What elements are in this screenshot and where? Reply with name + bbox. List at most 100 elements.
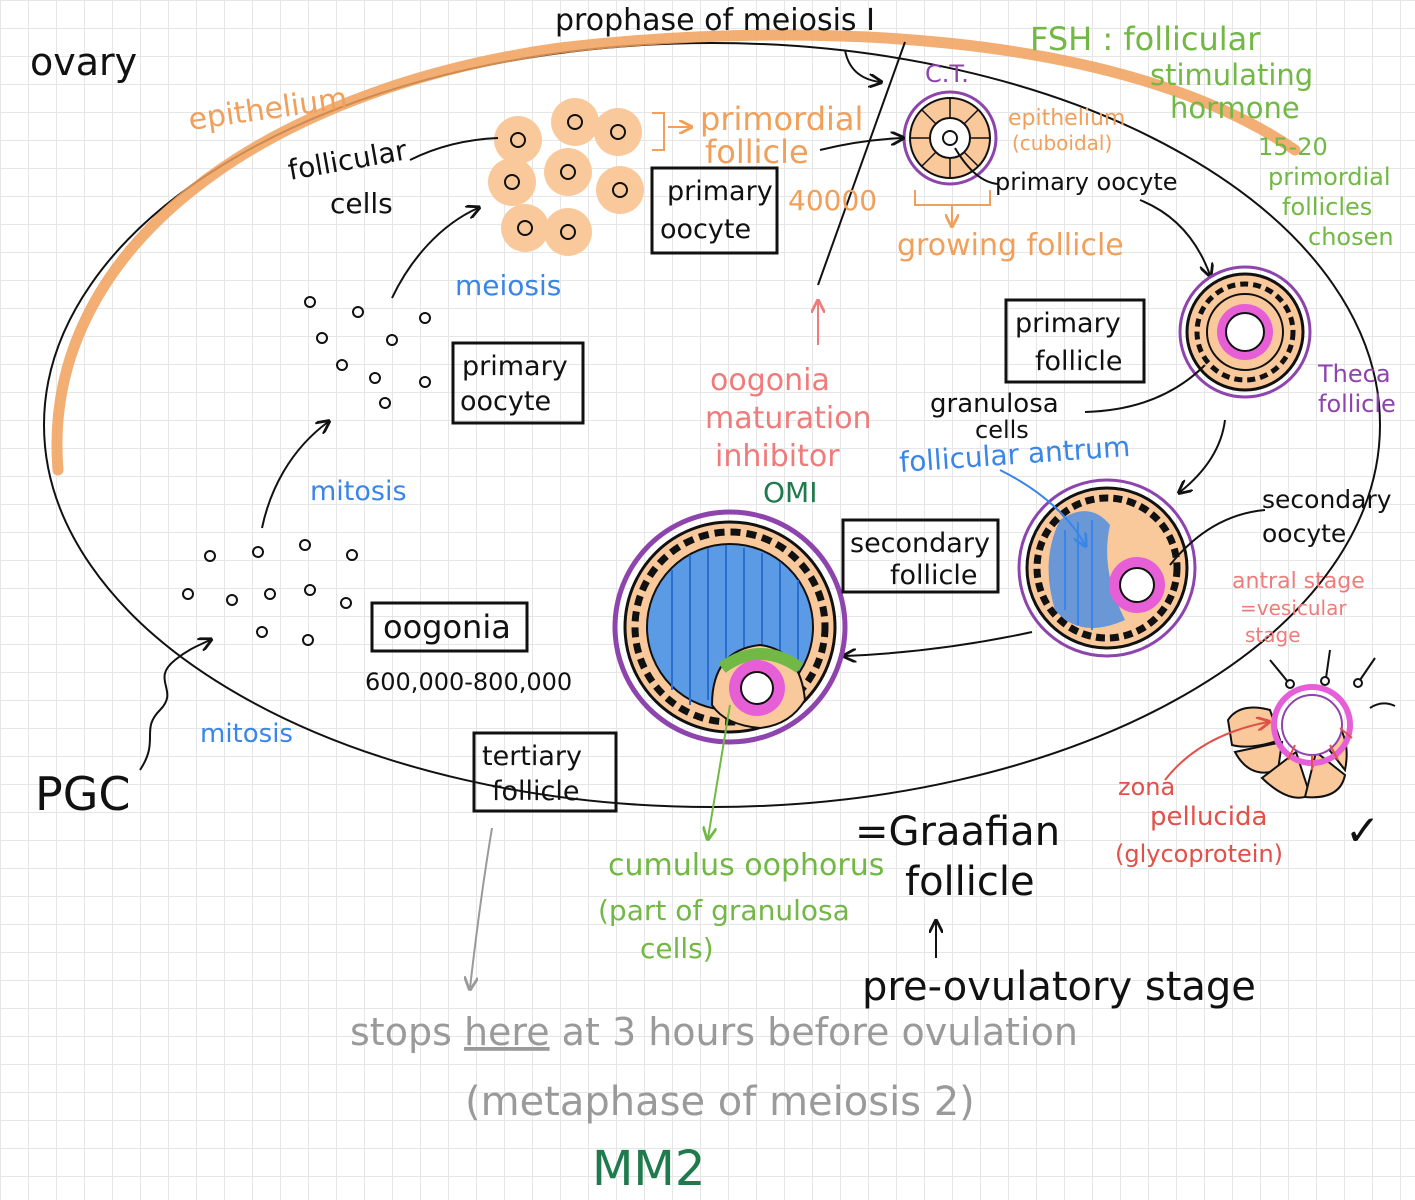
antral-label-2: =vesicular	[1240, 596, 1347, 620]
growing-follicle-label: growing follicle	[897, 228, 1124, 263]
primary-oocyte-box-text-1: primary	[667, 176, 773, 207]
primary-follicle-box-text-1: primary	[1015, 308, 1121, 339]
preovulatory-label: pre-ovulatory stage	[862, 964, 1256, 1010]
zona-label-2: pellucida	[1150, 802, 1267, 832]
primordial-follicle-label-2: follicle	[705, 133, 809, 171]
secondary-follicle-box-text-2: follicle	[890, 560, 978, 591]
epithelium-label: epithelium	[186, 81, 349, 138]
stops-label: stops here at 3 hours before ovulation	[350, 1010, 1078, 1054]
oogonia-count: 600,000-800,000	[365, 668, 572, 696]
growing-bracket	[914, 190, 991, 206]
chosen-label-2: primordial	[1268, 163, 1391, 191]
theca-label-2: follicle	[1318, 390, 1396, 418]
secondary-follicle-box	[841, 518, 1000, 594]
granulosa-label-2: cells	[975, 416, 1029, 444]
pgc-label: PGC	[35, 767, 131, 821]
mitosis-arrow	[261, 422, 328, 529]
ovary-outline	[43, 42, 1381, 808]
antral-label-1: antral stage	[1232, 569, 1365, 594]
epithelium-cuboidal-1: epithelium	[1008, 106, 1125, 131]
zona-arrow	[1164, 722, 1268, 781]
stops-label-end: at 3 hours before ovulation	[550, 1010, 1078, 1054]
granulosa-pointer	[1084, 364, 1206, 413]
primary-follicle-drawing	[1178, 265, 1312, 399]
growing-to-primary-arrow	[1139, 199, 1210, 275]
chosen-label-4: chosen	[1308, 223, 1394, 251]
secondary-oocyte-label-1: secondary	[1262, 485, 1392, 514]
zona-label-3: (glycoprotein)	[1115, 840, 1283, 868]
prophase-arrow	[844, 49, 880, 82]
primordial-follicle-label-1: primordial	[700, 100, 863, 138]
follicular-cells-label-2: cells	[330, 187, 393, 220]
fsh-label-2: stimulating	[1150, 58, 1313, 92]
primordial-follicle-cluster	[488, 98, 644, 256]
chosen-label-1: 15-20	[1258, 133, 1328, 161]
graafian-label-1: =Graafian	[855, 809, 1060, 855]
primary-oocyte2-box	[451, 341, 585, 425]
primary-oocyte-box	[650, 166, 779, 255]
meiosis-label: meiosis	[455, 269, 561, 302]
tertiary-follicle-box-text-1: tertiary	[482, 741, 582, 772]
omi-abbr: OMI	[763, 476, 817, 509]
omi-label-2: maturation	[705, 401, 872, 436]
antrum-pointer	[999, 469, 1085, 545]
graafian-label-2: follicle	[905, 859, 1035, 905]
cumulus-label-3: cells)	[640, 932, 714, 965]
mitosis-upper-label: mitosis	[310, 476, 407, 507]
ovary-label: ovary	[30, 40, 137, 84]
secondary-oocyte-label-2: oocyte	[1262, 519, 1346, 548]
cumulus-label-1: cumulus oophorus	[608, 848, 884, 883]
omi-label-3: inhibitor	[715, 439, 840, 474]
secondary-oocyte-pointer	[1169, 509, 1266, 566]
metaphase-label: (metaphase of meiosis 2)	[465, 1079, 975, 1125]
meiosis-arrow	[391, 208, 478, 299]
primary-oocyte2-box-text-2: oocyte	[460, 386, 551, 417]
stops-arrow	[470, 827, 493, 988]
primordial-to-growing-arrow	[819, 138, 902, 151]
checkmark: ✓	[1345, 806, 1380, 855]
granulosa-label-1: granulosa	[930, 389, 1059, 419]
chosen-label-3: follicles	[1282, 193, 1372, 221]
primary-oocyte-pointer	[954, 147, 999, 185]
antral-label-3: stage	[1245, 623, 1301, 647]
pgc-wavy-line	[139, 640, 210, 771]
primordial-bracket	[652, 112, 665, 151]
primary-oocyte2-box-text-1: primary	[462, 351, 568, 382]
primary-to-secondary-arrow	[1180, 419, 1226, 492]
cumulus-arrow	[708, 704, 731, 838]
oogonia-box	[370, 601, 529, 653]
ct-label: C.T.	[925, 60, 969, 88]
growing-follicle-drawing	[902, 90, 998, 186]
oogonia-box-text: oogonia	[383, 608, 511, 646]
stops-label-start: stops	[350, 1010, 464, 1054]
epithelium-cuboidal-2: (cuboidal)	[1012, 131, 1112, 155]
prophase-divider-line	[817, 41, 906, 286]
follicular-cells-label-1: follicular	[285, 133, 409, 186]
mitosis-lower-label: mitosis	[200, 719, 293, 749]
fsh-label-1: FSH : follicular	[1030, 20, 1261, 58]
epithelium-band	[51, 29, 1301, 476]
cumulus-label-2: (part of granulosa	[598, 894, 850, 927]
primary-follicle-box	[1004, 298, 1146, 384]
zona-label-1: zona	[1118, 773, 1175, 801]
primary-oocyte-box-text-2: oocyte	[660, 214, 751, 245]
count-40000: 40000	[788, 184, 877, 217]
secondary-follicle-box-text-1: secondary	[850, 528, 990, 559]
prophase-label: prophase of meiosis I	[555, 3, 875, 38]
follicular-antrum-label: follicular antrum	[898, 430, 1131, 479]
fsh-label-3: hormone	[1170, 91, 1300, 125]
mm2-label: MM2	[592, 1141, 705, 1197]
omi-label-1: oogonia	[710, 363, 830, 398]
ovulated-oocyte-drawing	[1226, 649, 1396, 799]
primary-follicle-box-text-2: follicle	[1035, 346, 1123, 377]
primary-oocyte-cells	[304, 296, 431, 409]
stops-here-underlined: here	[464, 1010, 550, 1054]
tertiary-follicle-box-text-2: follicle	[492, 776, 580, 807]
theca-label-1: Theca	[1317, 360, 1391, 388]
tertiary-follicle-drawing	[612, 509, 848, 745]
secondary-follicle-drawing	[1017, 478, 1197, 658]
follicular-cells-pointer	[409, 137, 499, 161]
tertiary-follicle-box	[472, 731, 618, 813]
primary-oocyte-label: primary oocyte	[995, 168, 1178, 196]
